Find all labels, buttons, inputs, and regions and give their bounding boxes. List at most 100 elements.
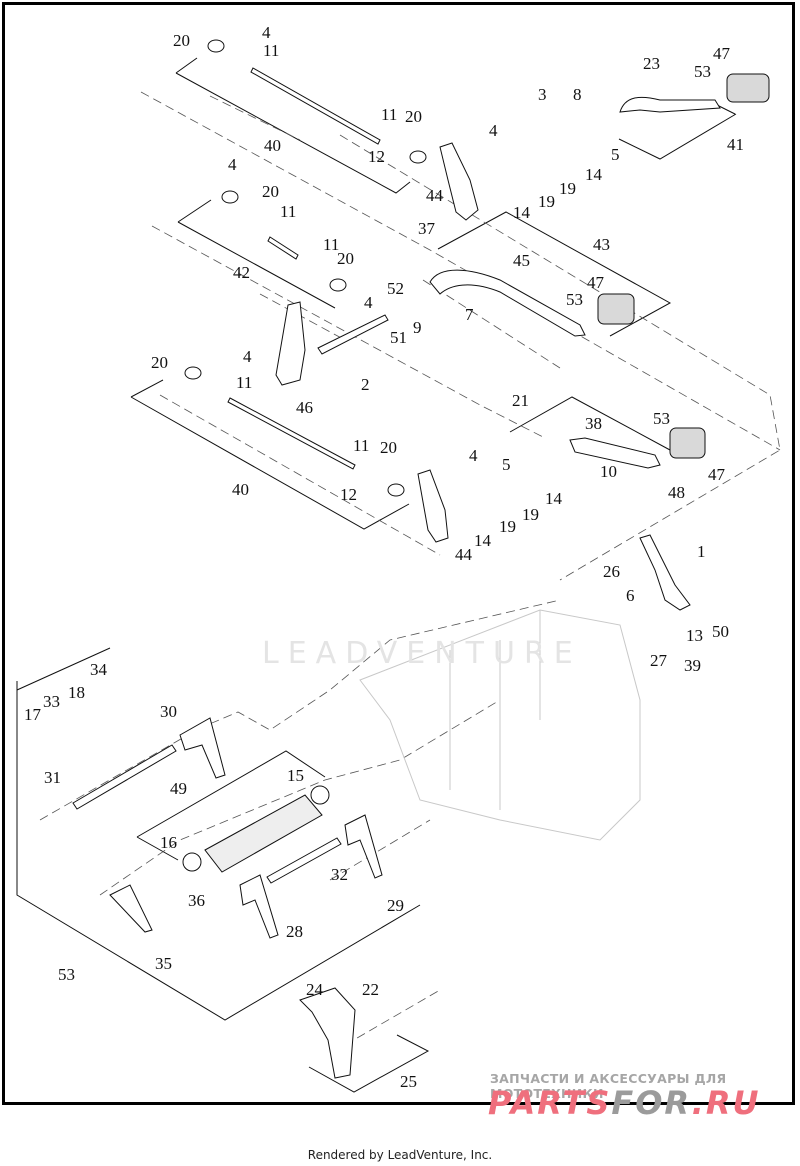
callout-39: 39 [684, 656, 701, 675]
rod-end-20 [184, 366, 202, 380]
rod-end-20 [221, 190, 239, 204]
callout-8: 8 [573, 85, 582, 104]
callout-24: 24 [306, 980, 323, 999]
lever-44 [439, 142, 479, 221]
callout-52: 52 [387, 279, 404, 298]
callout-53: 53 [566, 290, 583, 309]
callout-19: 19 [538, 192, 555, 211]
callout-19: 19 [499, 517, 516, 536]
callout-14: 14 [585, 165, 602, 184]
bracket-41 [618, 102, 737, 160]
callout-47: 47 [587, 273, 604, 292]
callout-5: 5 [502, 455, 511, 474]
callout-4: 4 [469, 446, 478, 465]
callout-31: 31 [44, 768, 61, 787]
callout-19: 19 [522, 505, 539, 524]
callout-20: 20 [262, 182, 279, 201]
rod-42 [267, 236, 299, 260]
fork-28 [239, 874, 279, 939]
centerline [99, 699, 501, 896]
callout-4: 4 [489, 121, 498, 140]
callout-45: 45 [513, 251, 530, 270]
callout-26: 26 [603, 562, 620, 581]
callout-29: 29 [387, 896, 404, 915]
callout-20: 20 [173, 31, 190, 50]
fork-29 [344, 814, 383, 879]
callout-4: 4 [243, 347, 252, 366]
rod-end-20 [409, 150, 427, 164]
callout-11: 11 [353, 436, 370, 455]
crankcase-outline [359, 609, 641, 841]
callout-14: 14 [545, 489, 562, 508]
callout-44: 44 [455, 545, 472, 564]
callout-4: 4 [262, 23, 271, 42]
callout-6: 6 [626, 586, 635, 605]
partsfor-tagline: ЗАПЧАСТИ И АКСЕССУАРЫ ДЛЯ МОТОТЕХНИКИ [490, 1071, 727, 1101]
bracket-40-top [45, 59, 430, 193]
shift-drum-49 [204, 794, 323, 873]
bracket-49 [136, 750, 326, 861]
ring-15 [310, 785, 330, 805]
callout-16: 16 [160, 833, 177, 852]
callout-4: 4 [228, 155, 237, 174]
rod-40-mid [227, 397, 356, 470]
rendered-by-footer: Rendered by LeadVenture, Inc. [307, 1148, 493, 1162]
partsfor-logo: PARTSFOR.RU [488, 1084, 760, 1122]
callout-3: 3 [538, 85, 547, 104]
rod-end-20 [387, 483, 405, 497]
callout-17: 17 [24, 705, 41, 724]
callout-12: 12 [340, 485, 357, 504]
callout-40: 40 [264, 136, 281, 155]
shift-peg-47 [669, 427, 706, 459]
callout-47: 47 [708, 465, 725, 484]
bracket-21 [509, 396, 671, 451]
lever-44 [417, 469, 449, 543]
callout-1: 1 [697, 542, 706, 561]
shift-shaft-assembly [299, 987, 356, 1079]
callout-42: 42 [233, 263, 250, 282]
callout-27: 27 [650, 651, 667, 670]
callout-18: 18 [68, 683, 85, 702]
callout-5: 5 [611, 145, 620, 164]
callout-47: 47 [713, 44, 730, 63]
callout-49: 49 [170, 779, 187, 798]
callout-14: 14 [474, 531, 491, 550]
callout-7: 7 [465, 305, 474, 324]
callout-50: 50 [712, 622, 729, 641]
shift-peg-47 [597, 293, 635, 325]
centerline [151, 225, 546, 439]
bracket-40-top [175, 57, 411, 194]
partsfor-logo-parts: PARTS [488, 1084, 612, 1122]
callout-51: 51 [390, 328, 407, 347]
centerline [140, 91, 781, 451]
callout-46: 46 [296, 398, 313, 417]
centerline [209, 95, 301, 141]
callout-28: 28 [286, 922, 303, 941]
callout-4: 4 [364, 293, 373, 312]
callout-43: 43 [593, 235, 610, 254]
callout-48: 48 [668, 483, 685, 502]
partsfor-logo-for: FOR [611, 1084, 692, 1122]
centerline [344, 989, 441, 1046]
centerline [329, 819, 431, 881]
callout-25: 25 [400, 1072, 417, 1091]
callout-44: 44 [426, 186, 443, 205]
centerline [422, 279, 561, 369]
shift-lever-23 [619, 96, 721, 113]
bracket-43 [437, 211, 672, 337]
callout-35: 35 [155, 954, 172, 973]
lever-46 [275, 301, 306, 386]
cam-plate-35 [109, 884, 153, 933]
centerline [259, 293, 346, 341]
fork-rod-31 [72, 744, 177, 810]
callout-22: 22 [362, 980, 379, 999]
callout-14: 14 [513, 203, 530, 222]
callout-41: 41 [727, 135, 744, 154]
shift-peg-47 [726, 73, 770, 103]
callout-13: 13 [686, 626, 703, 645]
callout-15: 15 [287, 766, 304, 785]
callout-23: 23 [643, 54, 660, 73]
ring-16 [182, 852, 202, 872]
callout-2: 2 [361, 375, 370, 394]
